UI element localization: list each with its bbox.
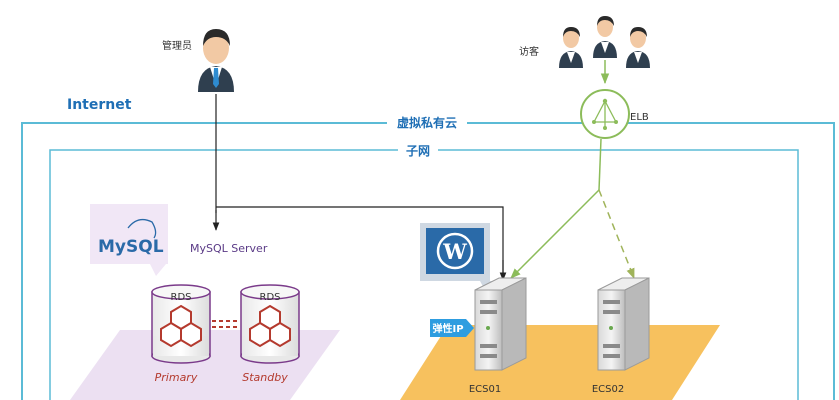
visitors-label: 访客 bbox=[519, 45, 539, 58]
mysql-server-label: MySQL Server bbox=[190, 242, 268, 255]
rds-standby-tag: RDS bbox=[260, 292, 281, 303]
elb-to-ecs01-arrow bbox=[510, 189, 600, 279]
admin-label: 管理员 bbox=[162, 39, 192, 52]
primary-label: Primary bbox=[155, 371, 198, 384]
subnet-label-bg bbox=[398, 141, 438, 159]
server-tower-icon bbox=[474, 277, 527, 371]
wordpress-letter: W bbox=[442, 239, 467, 264]
elastic-ip-label: 弹性IP bbox=[432, 322, 463, 335]
database-cylinder-icon bbox=[240, 284, 300, 364]
person-icon bbox=[198, 29, 234, 92]
elastic-ip-badge: 弹性IP bbox=[430, 319, 474, 337]
standby-label: Standby bbox=[242, 371, 288, 384]
server-tower-icon bbox=[597, 277, 650, 371]
people-group-icon bbox=[559, 16, 650, 68]
ecs01-label: ECS01 bbox=[469, 384, 501, 395]
mysql-logo-icon: MySQL bbox=[90, 204, 168, 276]
vpc-label: 虚拟私有云 bbox=[397, 115, 457, 130]
ecs02-label: ECS02 bbox=[592, 384, 624, 395]
vpc-label-bg bbox=[387, 113, 467, 131]
internet-label: Internet bbox=[67, 97, 132, 113]
database-cylinder-icon bbox=[151, 284, 211, 364]
mysql-logo-text: MySQL bbox=[98, 237, 164, 257]
rds-primary-tag: RDS bbox=[171, 292, 192, 303]
elb-to-ecs02-arrow bbox=[598, 189, 635, 279]
admin-connection bbox=[215, 94, 504, 276]
elb-label: ELB bbox=[630, 112, 649, 123]
wordpress-logo-icon: W bbox=[420, 223, 494, 292]
subnet-label: 子网 bbox=[406, 144, 430, 158]
elb-trunk-line bbox=[598, 138, 602, 191]
load-balancer-icon bbox=[580, 89, 630, 139]
